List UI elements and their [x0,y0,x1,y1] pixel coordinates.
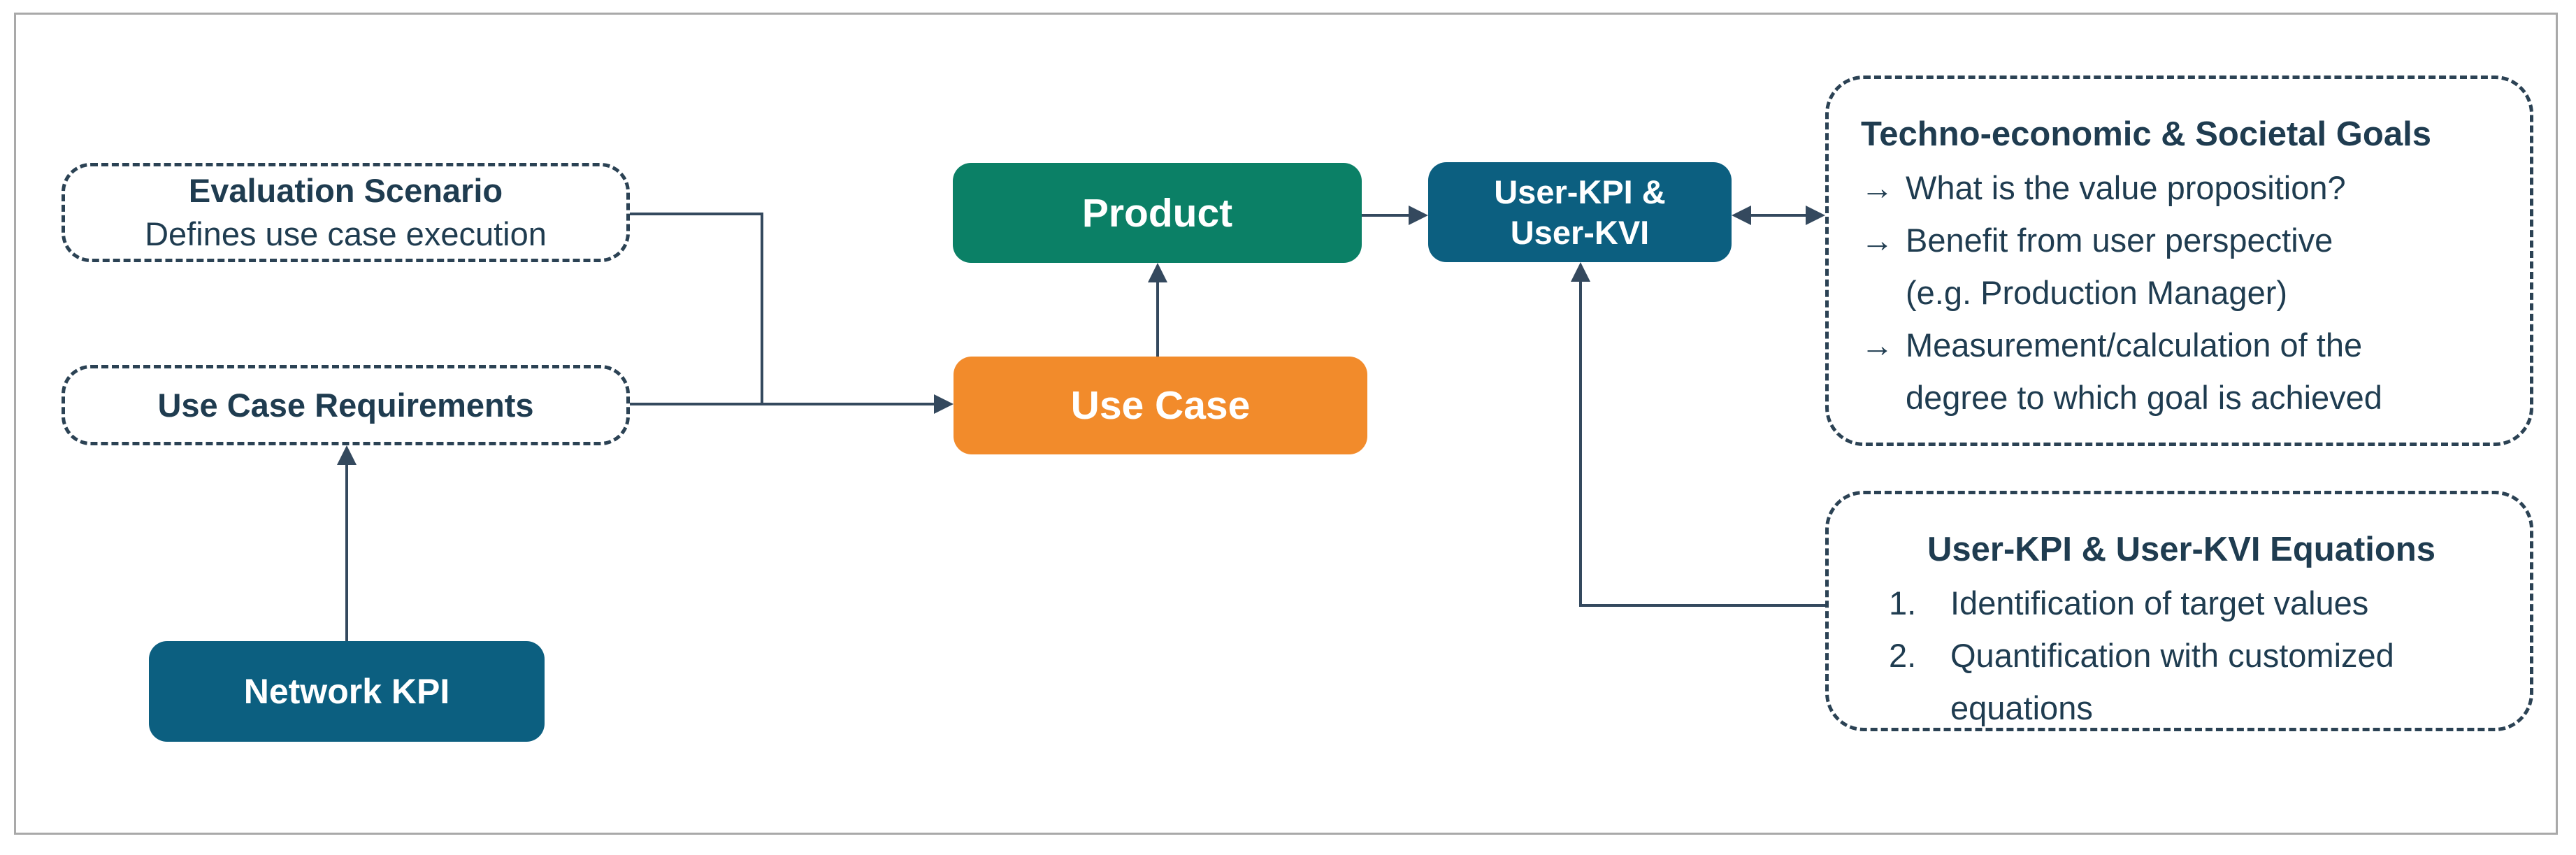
connector-equations-vertical [1579,281,1582,607]
equations-item-1-line-1: Identification of target values [1950,584,2369,622]
arrowhead-into-use-case [934,394,954,414]
user-kpi-kvi-box: User-KPI & User-KVI [1428,162,1732,262]
arrowhead-into-userkpi-left [1732,206,1751,225]
connector-eval-vertical [761,213,763,405]
use-case-requirements-title: Use Case Requirements [157,387,534,424]
arrowhead-into-product [1148,263,1167,282]
product-label: Product [1081,190,1233,236]
arrow-bullet-icon: → [1861,222,1894,259]
evaluation-scenario-box: Evaluation Scenario Defines use case exe… [62,163,630,262]
connector-networkkpi-to-ucr [345,464,348,641]
use-case-box: Use Case [954,357,1367,454]
product-box: Product [953,163,1362,263]
goals-item-3-line-2: degree to which goal is achieved [1906,379,2382,416]
goals-item-2-line-2: (e.g. Production Manager) [1906,274,2288,311]
connector-usecase-to-product [1156,281,1159,357]
equations-box: User-KPI & User-KVI Equations 1. Identif… [1825,491,2533,731]
outer-frame [14,13,2558,835]
arrowhead-into-userkpi [1409,206,1428,225]
use-case-requirements-box: Use Case Requirements [62,365,630,445]
evaluation-scenario-title: Evaluation Scenario [188,172,503,209]
user-kpi-kvi-line1: User-KPI & [1494,173,1666,210]
arrowhead-into-goals [1806,206,1825,225]
evaluation-scenario-subtitle: Defines use case execution [145,215,547,252]
connector-ucr-to-usecase [630,403,935,405]
equations-item-2-line-2: equations [1950,689,2093,726]
goals-item-2-line-1: Benefit from user perspective [1906,222,2333,259]
goals-item-3: → Measurement/calculation of the degree … [1861,319,2502,424]
network-kpi-box: Network KPI [149,641,545,742]
user-kpi-kvi-line2: User-KVI [1510,213,1650,251]
arrow-bullet-icon: → [1861,326,1894,364]
arrowhead-equations-into-userkpi [1571,262,1590,282]
arrowhead-into-ucr [337,445,357,465]
goals-item-1: → What is the value proposition? [1861,161,2502,214]
goals-item-2: → Benefit from user perspective (e.g. Pr… [1861,214,2502,319]
equations-title: User-KPI & User-KVI Equations [1927,531,2435,568]
connector-userkpi-goals [1748,214,1808,217]
connector-eval-horizontal [630,213,763,215]
network-kpi-label: Network KPI [243,672,450,711]
goals-title: Techno-economic & Societal Goals [1861,115,2431,153]
use-case-label: Use Case [1070,383,1251,428]
goals-item-3-line-1: Measurement/calculation of the [1906,326,2363,364]
arrow-bullet-icon: → [1861,169,1894,206]
list-number: 2. [1889,637,1917,674]
connector-product-to-userkpi [1362,214,1410,217]
goals-box: Techno-economic & Societal Goals → What … [1825,76,2533,446]
equations-item-1: 1. Identification of target values [1861,577,2502,629]
equations-item-2: 2. Quantification with customized equati… [1861,629,2502,734]
connector-equations-horizontal [1579,604,1825,607]
goals-item-1-line-1: What is the value proposition? [1906,169,2346,206]
list-number: 1. [1889,584,1917,622]
equations-item-2-line-1: Quantification with customized [1950,637,2394,674]
